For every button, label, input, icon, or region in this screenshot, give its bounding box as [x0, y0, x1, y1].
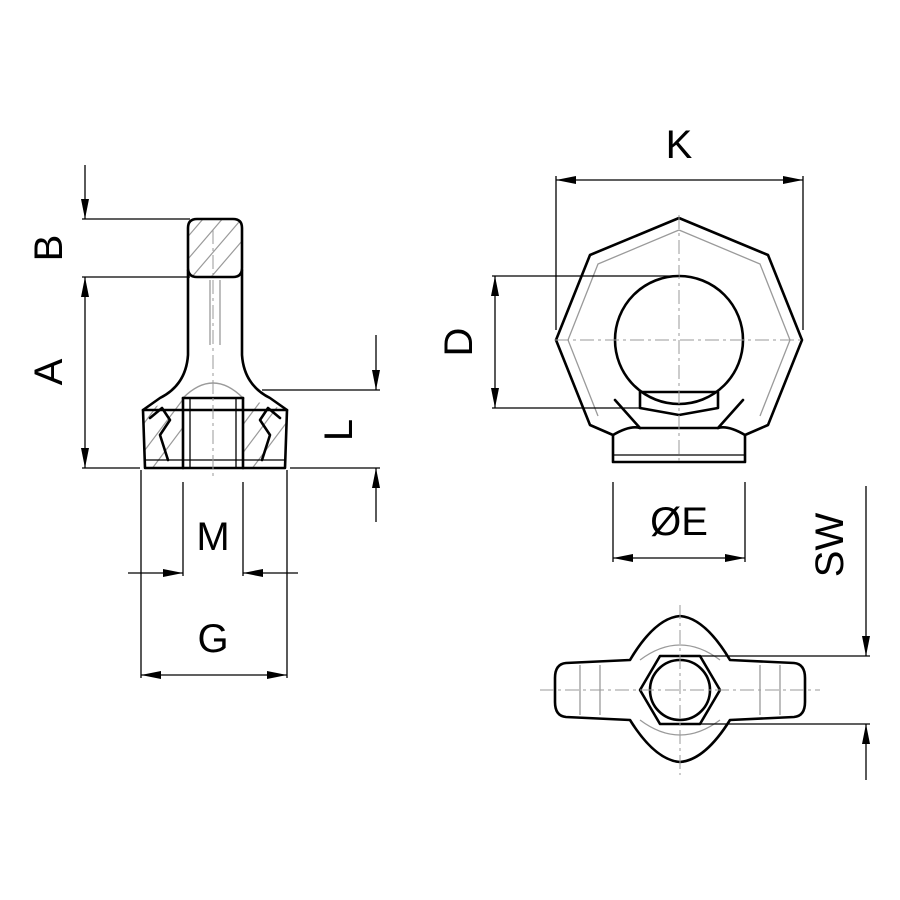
label-l: L	[317, 419, 361, 441]
label-g: G	[197, 617, 228, 661]
body-section	[141, 396, 289, 470]
front-view	[554, 215, 804, 465]
label-d: D	[437, 328, 481, 357]
side-view	[141, 217, 289, 480]
label-sw: SW	[808, 513, 852, 578]
label-a: A	[27, 358, 71, 385]
eye-section	[186, 217, 244, 279]
front-dimensions	[491, 176, 804, 562]
top-view	[540, 605, 820, 775]
side-dimensions	[81, 165, 380, 679]
label-e: ØE	[650, 500, 708, 544]
label-b: B	[27, 235, 71, 262]
label-m: M	[196, 515, 229, 559]
label-k: K	[666, 123, 693, 167]
sw-dimension	[700, 486, 870, 780]
